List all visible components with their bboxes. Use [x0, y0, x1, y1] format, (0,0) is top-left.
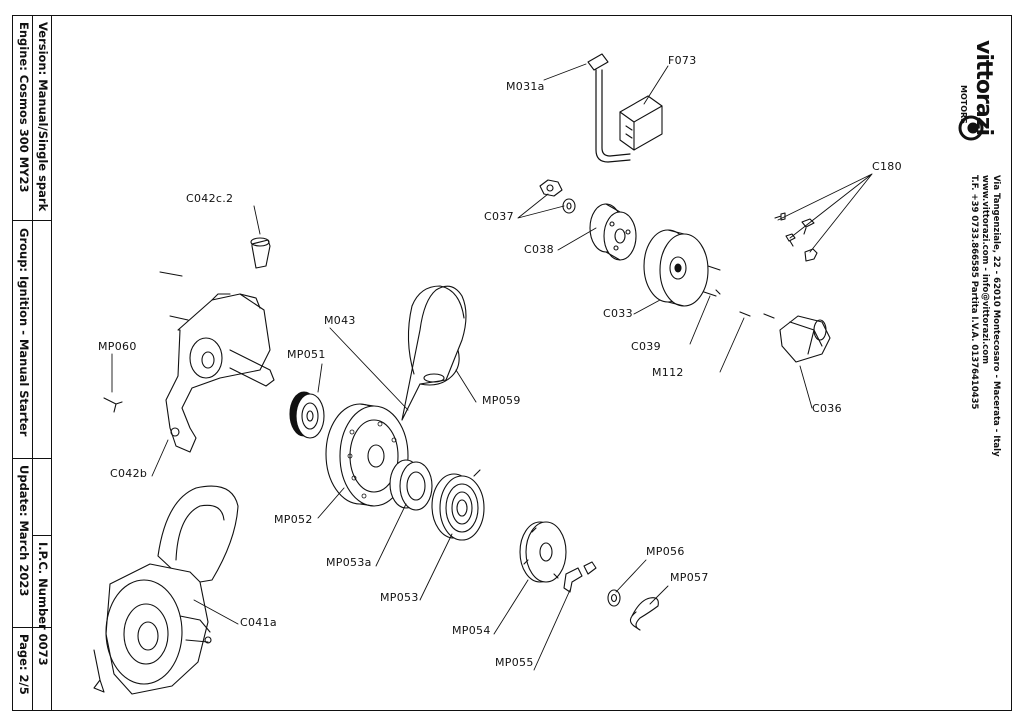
label-c042b: C042b [110, 467, 148, 480]
label-m031a: M031a [506, 80, 545, 93]
label-mp060: MP060 [98, 340, 137, 353]
strip-sep-3 [32, 535, 52, 536]
label-mp056: MP056 [646, 545, 685, 558]
title-strip [12, 15, 52, 711]
strip-sep-2 [12, 458, 52, 459]
label-c042c2: C042c.2 [186, 192, 234, 205]
label-c039: C039 [631, 340, 661, 353]
label-c041a: C041a [240, 616, 277, 629]
label-c036: C036 [812, 402, 842, 415]
label-m043: M043 [324, 314, 356, 327]
label-c037: C037 [484, 210, 514, 223]
mp053-spring-drawing [431, 469, 485, 541]
drawing-frame [12, 15, 1012, 711]
c037-nut-washer-drawing [539, 179, 576, 214]
strip-sep-4 [12, 627, 52, 628]
label-c038: C038 [524, 243, 554, 256]
strip-divider [32, 15, 33, 711]
label-c180: C180 [872, 160, 902, 173]
label-mp059: MP059 [482, 394, 521, 407]
label-mp057: MP057 [670, 571, 709, 584]
c180-screws-drawing [774, 212, 818, 262]
c041a-assembly-drawing [93, 485, 239, 695]
label-f073: F073 [668, 54, 697, 67]
brand-logo-icon [958, 115, 984, 141]
c042b-bracket-drawing [103, 271, 275, 453]
c036-module-drawing [739, 311, 831, 363]
mp059-handle-drawing [401, 285, 467, 421]
label-mp052: MP052 [274, 513, 313, 526]
leader-lines [111, 63, 873, 671]
label-mp053: MP053 [380, 591, 419, 604]
label-mp055: MP055 [495, 656, 534, 669]
c038-hub-drawing [589, 203, 637, 261]
mp054-plate-drawing [519, 521, 567, 583]
label-mp053a: MP053a [326, 556, 372, 569]
mp057-clip-drawing [629, 597, 659, 631]
mp053a-bushing-drawing [389, 459, 433, 511]
c033-flywheel-drawing [643, 229, 721, 307]
mp056-washer-drawing [607, 589, 621, 607]
ignition-coil-drawing [587, 53, 663, 163]
label-m112: M112 [652, 366, 684, 379]
strip-sep-1 [12, 220, 52, 221]
label-mp054: MP054 [452, 624, 491, 637]
label-c033: C033 [603, 307, 633, 320]
c042c2-cap-drawing [250, 237, 271, 269]
mp051-spring-drawing [289, 391, 325, 439]
label-mp051: MP051 [287, 348, 326, 361]
mp055-pawl-drawing [563, 561, 597, 593]
